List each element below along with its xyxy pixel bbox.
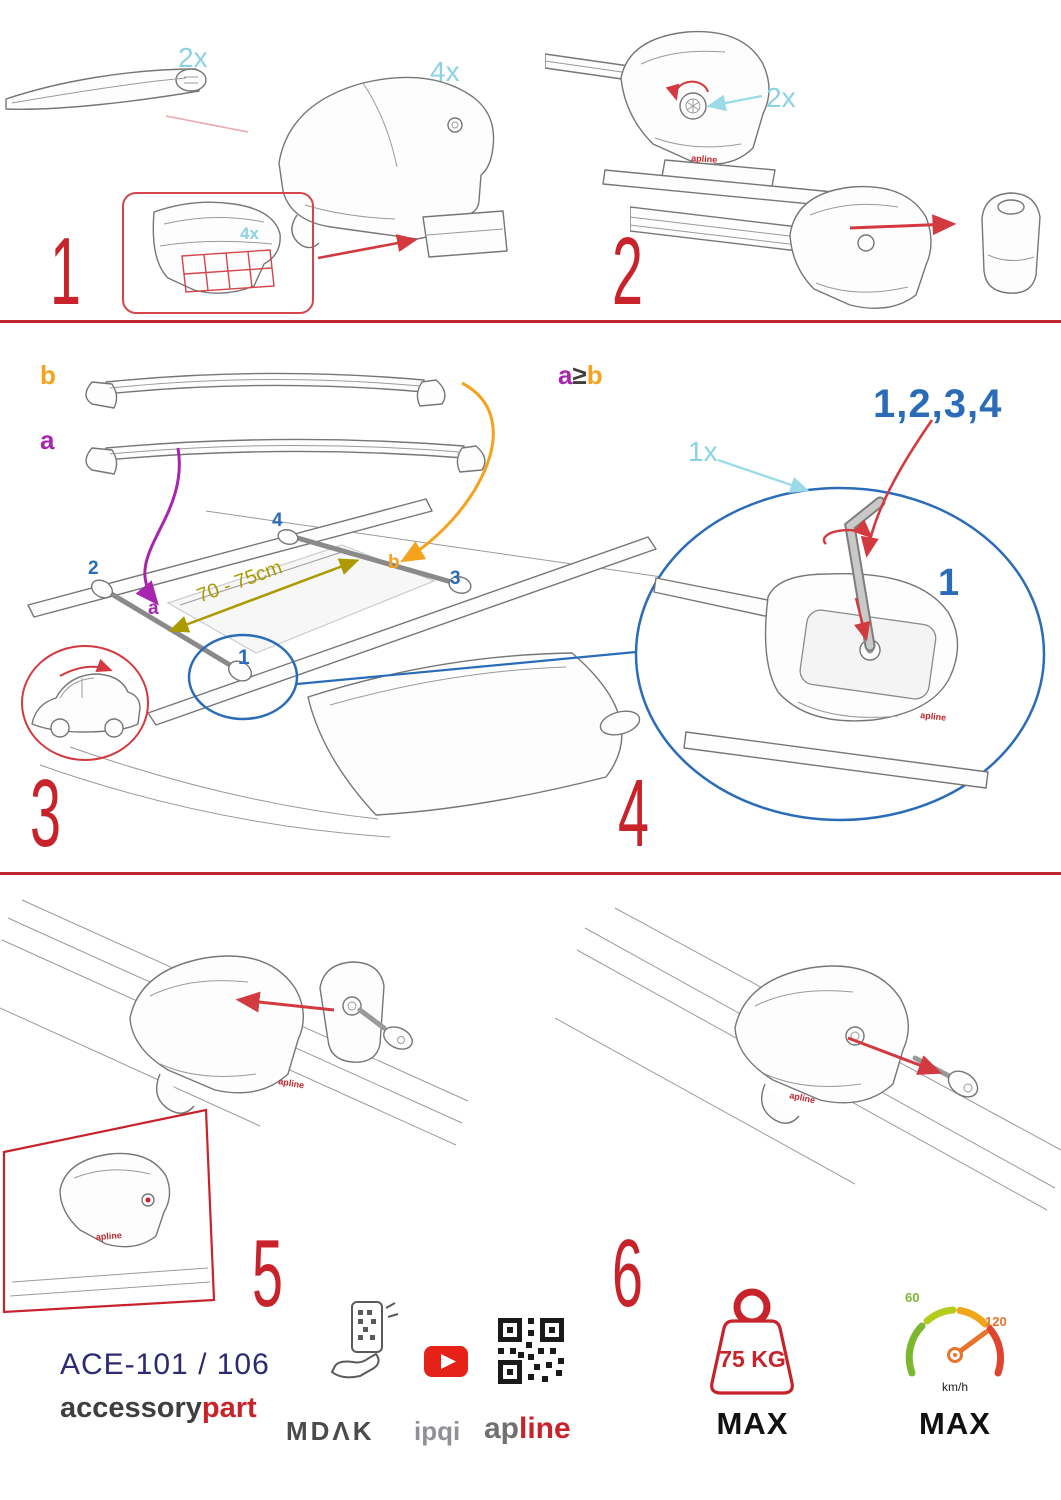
model-number: ACE-101 / 106 bbox=[60, 1348, 270, 1381]
speed-low-label: 60 bbox=[905, 1290, 920, 1305]
mdak-logo: MDΛK bbox=[286, 1416, 375, 1446]
ipqi-logo: ipqi bbox=[414, 1416, 461, 1446]
youtube-icon bbox=[424, 1346, 468, 1377]
cross-bar-profile-illustration bbox=[5, 68, 207, 110]
apline-badge: apline bbox=[920, 710, 947, 723]
qr-code bbox=[498, 1318, 564, 1384]
apline-ap: ap bbox=[484, 1412, 520, 1445]
max-load-label: MAX bbox=[716, 1406, 789, 1441]
detail-pos-label: 1 bbox=[938, 562, 960, 604]
relation-a: a bbox=[558, 360, 573, 390]
relation-label: a≥b bbox=[558, 360, 603, 391]
detail-circle-illustration: apline bbox=[634, 486, 1046, 822]
pads-underside-illustration bbox=[152, 201, 281, 294]
bar-b-illustration bbox=[85, 372, 446, 409]
roof-label-b: b bbox=[388, 552, 400, 573]
bar-b-label: b bbox=[40, 360, 56, 390]
apline-badge: apline bbox=[95, 1230, 122, 1242]
apline-logo: apline bbox=[484, 1412, 571, 1446]
relation-operator: ≥ bbox=[572, 360, 587, 390]
max-load-icon bbox=[710, 1288, 794, 1395]
apline-badge: apline bbox=[691, 153, 718, 165]
speed-unit-label: km/h bbox=[941, 1380, 968, 1394]
max-speed-label: MAX bbox=[919, 1406, 991, 1441]
qty-bolts-label: 2x bbox=[766, 82, 796, 113]
scan-phone-icon bbox=[330, 1301, 399, 1379]
brand-part: part bbox=[201, 1392, 257, 1424]
lock-cover-illustration: apline bbox=[0, 899, 469, 1146]
brand-wordmark: accessorypart bbox=[60, 1392, 257, 1425]
step-6-number: 6 bbox=[612, 1220, 643, 1327]
brand-accessory: accessory bbox=[60, 1392, 202, 1424]
section-divider bbox=[0, 872, 1061, 875]
roof-label-a: a bbox=[148, 598, 159, 619]
step-2-number: 2 bbox=[612, 218, 643, 325]
step-5-number: 5 bbox=[252, 1220, 283, 1327]
locked-inset-illustration: apline bbox=[2, 1108, 216, 1314]
bar-a-illustration bbox=[85, 438, 486, 475]
qty-pads-label: 4x bbox=[240, 224, 259, 243]
qty-foot-label: 4x bbox=[430, 56, 460, 87]
bar-and-cover-illustration bbox=[630, 185, 1041, 310]
speed-high-label: 120 bbox=[985, 1314, 1007, 1329]
relation-b: b bbox=[586, 360, 603, 390]
pads-inset-box bbox=[122, 192, 314, 314]
roof-pos-4: 4 bbox=[272, 510, 283, 531]
qty-key-label: 1x bbox=[688, 436, 718, 467]
apline-line: line bbox=[519, 1412, 571, 1445]
step-3-number: 3 bbox=[30, 760, 61, 867]
tighten-order-label: 1,2,3,4 bbox=[873, 382, 1003, 426]
section-divider bbox=[0, 320, 1061, 323]
qty-bar-label: 2x bbox=[178, 42, 208, 73]
max-speed-icon bbox=[905, 1306, 1005, 1377]
apline-badge: apline bbox=[278, 1076, 305, 1090]
step-4-number: 4 bbox=[618, 760, 649, 867]
car-inset-illustration bbox=[31, 673, 141, 738]
bar-a-label: a bbox=[40, 425, 55, 455]
max-load-value: 75 KG bbox=[719, 1346, 786, 1372]
step-1-number: 1 bbox=[50, 218, 81, 325]
roof-pos-1: 1 bbox=[238, 646, 250, 669]
roof-pos-2: 2 bbox=[88, 558, 99, 579]
roof-pos-3: 3 bbox=[450, 568, 461, 589]
